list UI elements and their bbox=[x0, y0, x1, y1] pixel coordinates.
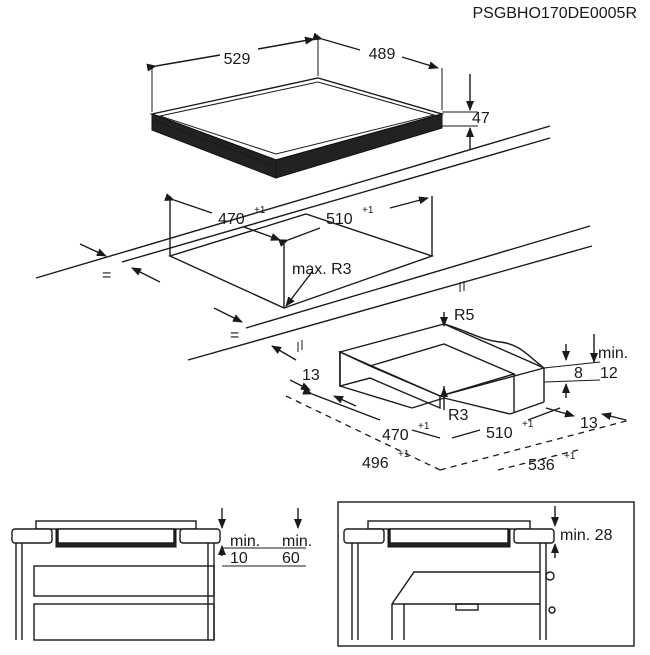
frame-right-13-label: 13 bbox=[580, 415, 598, 432]
side-right-min-28-label: min. 28 bbox=[560, 527, 613, 544]
frame-inner-width-tolerance: +1 bbox=[418, 421, 430, 432]
hob-drawing bbox=[146, 32, 478, 179]
cutout-radius-label: max. R3 bbox=[292, 261, 352, 278]
side-left-value-10: 10 bbox=[230, 550, 248, 567]
equal-mark-left: = bbox=[102, 267, 111, 284]
side-left-min-b-label: min. bbox=[282, 533, 312, 550]
frame-min-12-value: 12 bbox=[600, 365, 618, 382]
frame-inner-width-label: 470 bbox=[382, 427, 409, 444]
frame-outer-depth-label: 536 bbox=[528, 457, 555, 474]
countertop-cutout-drawing bbox=[35, 125, 593, 361]
cutout-width-tolerance: +1 bbox=[254, 205, 266, 216]
side-view-drawers bbox=[11, 508, 306, 641]
frame-detail-drawing bbox=[285, 312, 631, 471]
frame-left-13-label: 13 bbox=[302, 367, 320, 384]
frame-r5-label: R5 bbox=[454, 307, 475, 324]
side-view-oven bbox=[337, 501, 635, 647]
cutout-width-label: 470 bbox=[218, 211, 245, 228]
frame-inner-depth-tolerance: +1 bbox=[522, 419, 534, 430]
equal-mark-right: = bbox=[230, 327, 239, 344]
document-code: PSGBHO170DE0005R bbox=[472, 5, 637, 22]
side-left-value-60: 60 bbox=[282, 550, 300, 567]
frame-min-label: min. bbox=[598, 345, 628, 362]
hob-width-label: 529 bbox=[224, 51, 251, 68]
side-left-min-a-label: min. bbox=[230, 533, 260, 550]
cutout-depth-label: 510 bbox=[326, 211, 353, 228]
frame-inner-depth-label: 510 bbox=[486, 425, 513, 442]
frame-outer-width-tolerance: +1 bbox=[398, 449, 410, 460]
cutout-depth-tolerance: +1 bbox=[362, 205, 374, 216]
hob-height-label: 47 bbox=[472, 110, 490, 127]
frame-r3-label: R3 bbox=[448, 407, 469, 424]
hob-depth-label: 489 bbox=[369, 46, 396, 63]
frame-8-value: 8 bbox=[574, 365, 583, 382]
frame-outer-depth-tolerance: +1 bbox=[564, 451, 576, 462]
frame-outer-width-label: 496 bbox=[362, 455, 389, 472]
